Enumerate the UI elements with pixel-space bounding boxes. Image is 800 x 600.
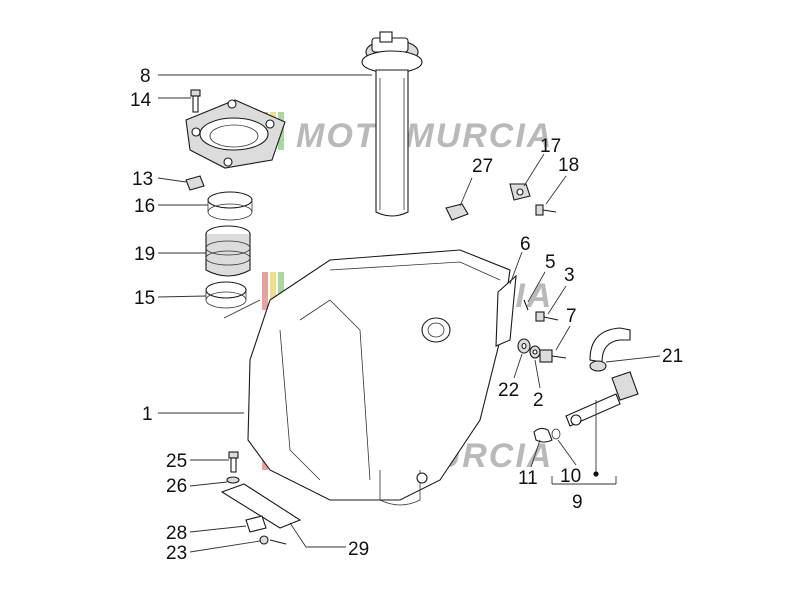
- label-23: 23: [166, 543, 187, 564]
- label-10: 10: [560, 466, 581, 487]
- watermark-text: MOTOMURCIA: [296, 117, 553, 155]
- label-19: 19: [134, 244, 155, 265]
- washer-22: [517, 338, 531, 354]
- fuel-tank: [247, 249, 511, 506]
- label-16: 16: [134, 196, 155, 217]
- pin-5: [523, 299, 529, 311]
- label-6: 6: [520, 234, 531, 255]
- label-5: 5: [545, 252, 556, 273]
- label-14: 14: [130, 90, 152, 111]
- label-21: 21: [662, 346, 683, 367]
- part-number-labels: 8 14 13 16 19 15 1 25 26 28 23 29 27 17 …: [130, 66, 683, 564]
- washer-2: [529, 345, 541, 359]
- screw-25: [228, 451, 239, 473]
- washer-26: [226, 476, 240, 484]
- bolt-23: [259, 535, 287, 545]
- screw-7: [539, 349, 567, 363]
- label-3: 3: [564, 265, 575, 286]
- label-29: 29: [348, 539, 369, 560]
- clamp-11: [533, 427, 561, 443]
- hose-clamp-16: [207, 191, 253, 221]
- filler-neck-flange: [185, 99, 286, 169]
- label-22: 22: [498, 380, 519, 401]
- bracket-17: [509, 183, 531, 201]
- label-26: 26: [166, 476, 187, 497]
- label-15: 15: [134, 288, 155, 309]
- screw-14: [190, 89, 201, 113]
- label-8: 8: [140, 66, 151, 87]
- clip-nut-13: [185, 175, 205, 191]
- plate-28: [220, 483, 302, 533]
- clip-27: [445, 203, 469, 221]
- label-2: 2: [533, 390, 544, 411]
- screw-18: [535, 204, 557, 216]
- leader-lines: [157, 74, 661, 553]
- label-7: 7: [566, 306, 577, 327]
- rubber-sleeve-19: [205, 225, 251, 277]
- label-25: 25: [166, 451, 187, 472]
- label-11: 11: [518, 468, 538, 489]
- label-18: 18: [558, 155, 579, 176]
- label-13: 13: [132, 169, 153, 190]
- label-28: 28: [166, 523, 187, 544]
- label-9: 9: [572, 492, 583, 513]
- hose-clamp-15: [205, 281, 247, 309]
- fuel-level-sender: [361, 31, 423, 217]
- label-1: 1: [142, 404, 153, 425]
- label-17: 17: [540, 136, 561, 157]
- bracket-6: [495, 274, 517, 347]
- label-27: 27: [472, 156, 493, 177]
- pipe-10: [565, 371, 639, 427]
- hose-21: [589, 327, 631, 372]
- screw-3: [535, 311, 559, 322]
